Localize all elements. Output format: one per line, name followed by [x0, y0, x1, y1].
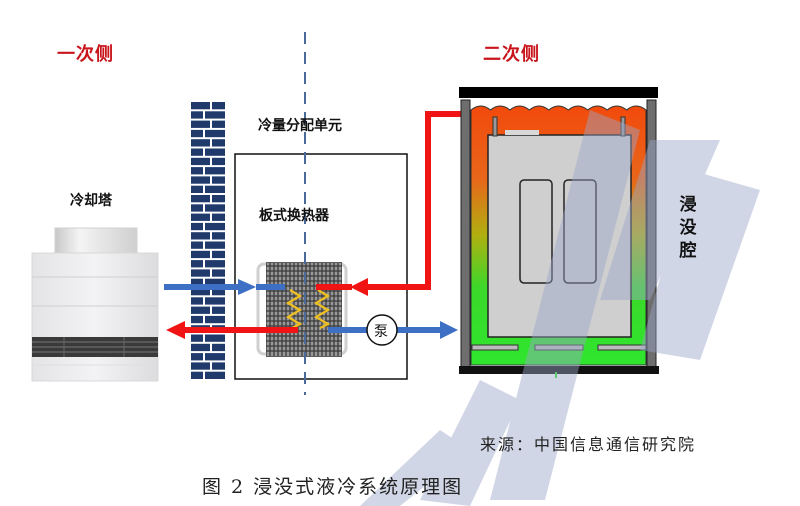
- brick: [212, 250, 225, 259]
- brick: [191, 213, 210, 221]
- brick: [191, 269, 210, 277]
- brick: [191, 195, 210, 203]
- brick: [212, 139, 225, 147]
- brick: [205, 241, 225, 249]
- cooling-tower: [31, 227, 159, 382]
- cold-supply-primary-flow: [164, 279, 285, 295]
- brick: [191, 148, 203, 156]
- brick: [212, 269, 225, 277]
- brick: [191, 204, 203, 212]
- brick: [212, 306, 225, 314]
- brick: [191, 139, 210, 147]
- brick: [191, 306, 210, 314]
- hot-return-secondary-flow: [316, 111, 462, 296]
- brick: [191, 288, 210, 296]
- immersion-chamber-char: 没: [679, 218, 697, 238]
- cdu-box: [234, 153, 408, 380]
- brick: [191, 129, 203, 138]
- brick: [191, 232, 210, 240]
- brick: [212, 288, 225, 296]
- brick: [205, 185, 225, 193]
- brick: [191, 260, 203, 268]
- brick: [191, 102, 210, 110]
- brick: [205, 204, 225, 212]
- brick: [191, 315, 203, 324]
- brick: [191, 250, 210, 259]
- brick: [191, 278, 203, 286]
- hot-return-primary-flow: [166, 321, 298, 339]
- brick: [212, 157, 225, 166]
- brick: [191, 343, 210, 352]
- brick: [205, 297, 225, 305]
- cdu-label: 冷量分配单元: [258, 118, 342, 134]
- immersion-chamber-char: 浸: [679, 195, 697, 215]
- brick: [205, 167, 225, 175]
- primary-side-label: 一次侧: [57, 44, 114, 65]
- immersion-chamber-char: 腔: [679, 241, 697, 261]
- brick: [212, 102, 225, 110]
- brick: [212, 195, 225, 203]
- brick: [191, 120, 210, 128]
- brick: [212, 362, 225, 370]
- pump-icon: [366, 314, 398, 346]
- cooling-tower-label: 冷却塔: [70, 193, 112, 209]
- brick: [212, 120, 225, 128]
- source-text: 来源：中国信息通信研究院: [480, 435, 697, 454]
- immersion-chamber-label: 浸 没 腔: [678, 194, 698, 263]
- brick: [205, 129, 225, 138]
- pump-label: 泵: [374, 324, 388, 340]
- brick: [191, 334, 203, 342]
- brick: [191, 297, 203, 305]
- plate-heat-exchanger-label: 板式换热器: [259, 208, 329, 224]
- plate-heat-exchanger: [256, 262, 348, 357]
- brick: [205, 148, 225, 156]
- brick: [205, 278, 225, 286]
- brick: [205, 260, 225, 268]
- brick: [191, 353, 203, 361]
- brick: [212, 176, 225, 184]
- brick: [191, 371, 203, 379]
- brick: [205, 334, 225, 342]
- brick: [205, 353, 225, 361]
- brick: [191, 222, 203, 231]
- brick: [212, 343, 225, 352]
- brick: [191, 185, 203, 193]
- brick: [191, 362, 210, 370]
- figure-caption: 图 2 浸没式液冷系统原理图: [202, 476, 464, 498]
- watermark: [360, 110, 760, 506]
- immersion-tank: [459, 87, 659, 378]
- brick: [191, 176, 210, 184]
- brick: [205, 222, 225, 231]
- brick: [191, 167, 203, 175]
- brick: [205, 315, 225, 324]
- brick: [212, 232, 225, 240]
- brick: [191, 241, 203, 249]
- brick-wall: [190, 101, 226, 381]
- brick: [212, 213, 225, 221]
- brick: [205, 111, 225, 119]
- brick: [191, 111, 203, 119]
- secondary-side-label: 二次侧: [483, 44, 540, 65]
- brick: [205, 371, 225, 379]
- brick: [191, 157, 210, 166]
